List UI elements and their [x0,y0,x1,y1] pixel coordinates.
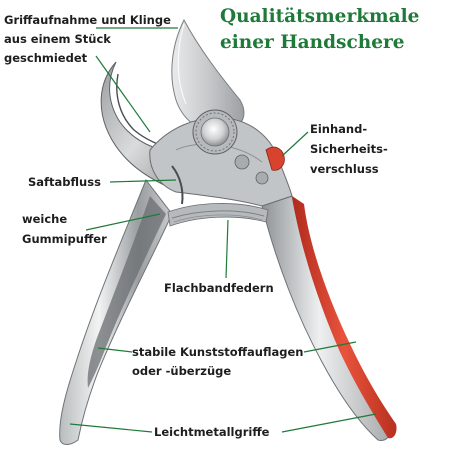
leader-kunststoff-left [97,347,133,353]
leader-leichtmetall-left [69,423,153,433]
label-flachbandfedern: Flachbandfedern [164,281,274,295]
sap-groove [171,165,184,205]
pivot-bolt [192,109,238,155]
label-verschluss-line-1: Einhand- [310,122,367,136]
leader-verschluss [281,131,309,157]
title-line-2: einer Handschere [220,32,404,53]
leader-leichtmetall-right [281,413,377,433]
label-kunststoff-line-1: stabile Kunststoffauflagen [132,345,303,359]
shears-illustration [59,18,397,445]
left-handle-grip-cover [87,196,166,388]
label-griffaufnahme-line-2: aus einem Stück [4,32,111,46]
label-gummipuffer-line-2: Gummipuffer [22,232,107,246]
leader-kunststoff-right [303,341,357,353]
safety-lock [265,146,285,171]
label-griffaufnahme-line-3: geschmiedet [4,51,88,65]
title-line-1: Qualitätsmerkmale [220,6,419,27]
leader-klinge [95,55,151,133]
flat-spring [167,203,269,227]
leader-saftabfluss [109,179,177,183]
label-gummipuffer-line-1: weiche [22,212,67,226]
leader-gummipuffer [85,213,161,231]
label-leichtmetallgriffe: Leichtmetallgriffe [154,425,270,439]
label-saftabfluss: Saftabfluss [28,175,101,189]
label-griffaufnahme-line-1: Griffaufnahme und Klinge [4,13,171,27]
leader-flachbandfedern [225,219,229,279]
label-kunststoff-line-2: oder -überzüge [132,364,231,378]
leader-lines [69,27,377,433]
label-verschluss-line-3: verschluss [310,162,379,176]
right-handle-red-grip [292,196,397,439]
lock-slider [234,154,269,185]
label-verschluss-line-2: Sicherheits- [310,142,388,156]
